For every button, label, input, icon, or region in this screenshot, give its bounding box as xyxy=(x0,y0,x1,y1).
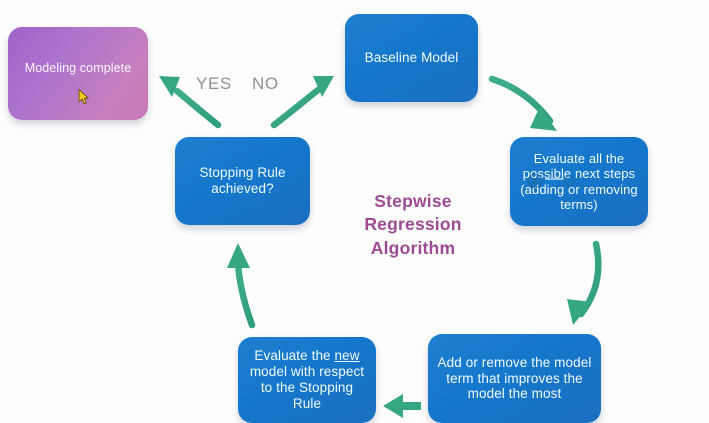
node-evaluate-next-steps-label: Evaluate all the possible next steps (ad… xyxy=(520,150,638,212)
diagram-title-line-2: Regression xyxy=(364,214,462,235)
node-modeling-complete[interactable]: Modeling complete xyxy=(8,27,148,120)
branch-label-yes: YES xyxy=(196,74,232,93)
diagram-title-line-3: Algorithm xyxy=(370,237,456,258)
node-evaluate-next-steps[interactable]: Evaluate all the possible next steps (ad… xyxy=(510,137,648,226)
arrow-stopping-rule-yes-to-modeling-complete xyxy=(159,76,222,129)
arrow-evaluate-steps-to-add-remove xyxy=(567,240,602,325)
diagram-title-line-1: Stepwise xyxy=(374,191,452,211)
node-stopping-rule-achieved[interactable]: Stopping Rule achieved? xyxy=(175,137,310,225)
arrow-add-remove-to-evaluate-new xyxy=(383,394,421,418)
arrow-baseline-to-evaluate-steps xyxy=(488,75,557,131)
node-modeling-complete-label: Modeling complete xyxy=(24,61,132,76)
arrow-evaluate-new-to-stopping-rule xyxy=(227,243,256,329)
evaluate-new-prefix: Evaluate the xyxy=(254,348,335,364)
node-add-or-remove-term-label: Add or remove the model term that improv… xyxy=(437,354,592,402)
evaluate-new-suffix: model with respect to the Stopping Rule xyxy=(249,364,365,411)
evaluate-new-underlined-word: new xyxy=(334,348,360,364)
node-evaluate-new-model-label: Evaluate the new model with respect to t… xyxy=(246,348,368,412)
node-baseline-model[interactable]: Baseline Model xyxy=(345,14,478,102)
diagram-title: Stepwise Regression Algorithm xyxy=(343,190,483,260)
node-stopping-rule-achieved-label: Stopping Rule achieved? xyxy=(199,165,286,196)
node-add-or-remove-term[interactable]: Add or remove the model term that improv… xyxy=(428,334,601,423)
node-baseline-model-label: Baseline Model xyxy=(364,50,459,66)
node-evaluate-new-model[interactable]: Evaluate the new model with respect to t… xyxy=(238,337,376,423)
arrow-stopping-rule-no-to-baseline xyxy=(270,76,334,129)
branch-label-no: NO xyxy=(252,74,279,93)
